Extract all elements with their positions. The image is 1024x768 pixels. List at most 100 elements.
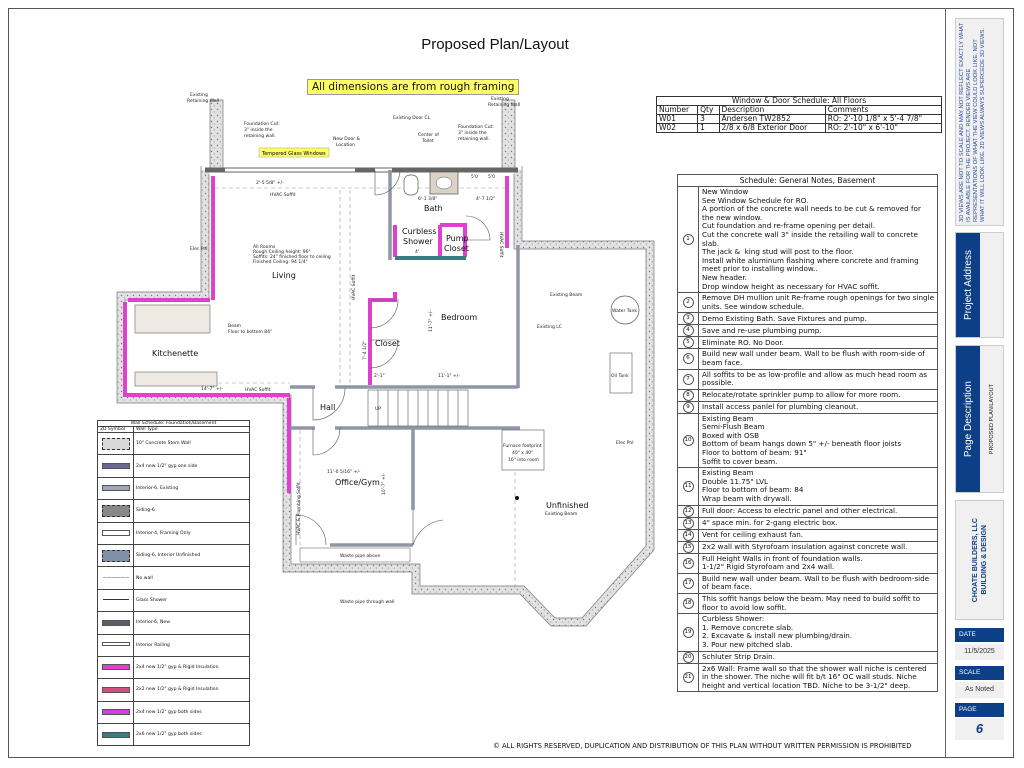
label-foundation-cut-right: Foundation Cut: <box>458 124 494 130</box>
note-text-cell: Save and re-use plumbing pump. <box>698 324 938 338</box>
project-address-value <box>980 233 1003 337</box>
company-logo: CHOATE BUILDERS, LLC BUILDING & DESIGN <box>955 500 1004 620</box>
note-text: 2x6 Wall: Frame wall so that the shower … <box>702 663 929 690</box>
note-number: 10 <box>682 434 694 446</box>
note-text: Eliminate RO. No Door. <box>702 337 784 347</box>
note-text-cell: Relocate/rotate sprinkler pump to allow … <box>698 388 938 402</box>
note-number: 11 <box>682 480 694 492</box>
wall-type-label: Siding-6, Interior Unfinished <box>133 543 250 568</box>
retaining-wall-left <box>209 99 224 171</box>
wall-symbol <box>97 611 134 635</box>
label-elec-pnl-right: Elec Pnl <box>616 440 634 446</box>
project-address-label: Project Address <box>962 249 974 321</box>
note-row: 20 Schluter Strip Drain. <box>677 650 938 664</box>
label-existing-beam: Existing Beam <box>550 292 582 298</box>
wall-symbol <box>97 700 134 725</box>
wall-symbol <box>97 476 134 501</box>
label-beam-2: Floor to bottom 84" <box>228 329 272 335</box>
note-text: All soffits to be as low-profile and all… <box>702 369 930 388</box>
note-text: Save and re-use plumbing pump. <box>702 325 822 335</box>
wall-type-label: 2x2 new 1/2" gyp & Rigid Insulation <box>133 678 250 702</box>
label-all-rooms-1: Rough Ceiling height: 96" <box>253 249 311 255</box>
note-text: 2x2 wall with Styrofoam insulation again… <box>702 541 908 551</box>
label-stairs-up: UP <box>375 406 381 412</box>
label-hvac-soffit-kitchen: HVAC Soffit <box>245 387 271 393</box>
retaining-wall-right <box>501 99 516 171</box>
wall-type-row: Interior-6, New <box>97 611 250 635</box>
wall-type-label: 2x4 new 1/2" gyp both sides <box>133 700 250 725</box>
note-text-cell: New Window See Window Schedule for RO. A… <box>698 185 938 294</box>
note-number: 3 <box>682 313 694 325</box>
note-number: 6 <box>682 353 694 365</box>
label-hvac-soffit-top: HVAC Soffit <box>270 192 296 198</box>
note-text: Full Height Walls in front of foundation… <box>702 553 863 572</box>
note-number-cell: 14 <box>677 528 699 542</box>
floor-plan: Living Kitchenette Bedroom Closet Bath C… <box>116 92 655 627</box>
window-door-schedule: Window & Door Schedule: All Floors Numbe… <box>655 96 943 133</box>
note-number: 15 <box>682 541 694 553</box>
note-text: Existing Beam Double 11.75" LVL Floor to… <box>702 468 804 504</box>
disclaimer-text: 3D VIEWS ARE NOT TO SCALE AND MAY NOT RE… <box>959 22 986 222</box>
wall-type-row: 2x4 new 1/2" gyp both sides <box>97 700 250 725</box>
wall-symbol <box>97 431 134 456</box>
note-row: 21 2x6 Wall: Frame wall so that the show… <box>677 662 938 693</box>
doors[interactable] <box>295 169 491 546</box>
label-foundation-cut-left-3: retaining wall. <box>244 133 276 139</box>
wall-symbol <box>97 588 134 613</box>
scale-label: SCALE <box>955 666 1004 680</box>
note-number: 12 <box>682 505 694 517</box>
oil-tank-icon <box>609 352 633 394</box>
sink-basin-icon <box>435 176 453 190</box>
label-center-toilet: Center of <box>418 132 439 138</box>
wall-type-row: Interior-6, Existing <box>97 476 250 501</box>
note-text-cell: Eliminate RO. No Door. <box>698 336 938 350</box>
note-number: 20 <box>682 651 694 663</box>
date-label: DATE <box>955 628 1004 642</box>
date-value: 11/5/2025 <box>955 644 1004 660</box>
kitchen-counter-top <box>134 304 211 334</box>
cell: 2/8 x 6/8 Exterior Door <box>718 123 826 133</box>
note-text-cell: Schluter Strip Drain. <box>698 650 938 664</box>
note-text-cell: Full door: Access to electric panel and … <box>698 504 938 518</box>
note-number-cell: 19 <box>677 613 699 652</box>
room-bath: Bath <box>424 204 443 213</box>
dim-bath-3: 5'0 <box>471 174 478 180</box>
wall-type-label: 2x4 new 1/2" gyp one side <box>133 454 250 478</box>
wall-swatch <box>101 437 130 450</box>
note-row: 4 Save and re-use plumbing pump. <box>677 324 938 338</box>
wall-symbol <box>97 655 134 680</box>
wall-swatch <box>101 485 130 492</box>
label-foundation-cut-right-2: 3" inside the <box>458 130 487 136</box>
dim-bedroom-height: 11'-7" +/- <box>428 310 434 332</box>
page-description-label: Page Description <box>962 380 974 458</box>
note-number-cell: 18 <box>677 592 699 615</box>
wall-type-label: Interior-6, Existing <box>133 476 250 501</box>
room-kitchenette: Kitchenette <box>152 349 198 358</box>
note-number: 1 <box>682 234 694 246</box>
note-number-cell: 13 <box>677 516 699 530</box>
label-new-door-2: Location <box>336 142 355 148</box>
label-waste-pipe-above: Waste pipe above <box>340 553 380 559</box>
room-living: Living <box>272 271 296 280</box>
kitchen-counter-bottom <box>134 371 218 387</box>
room-hall: Hall <box>320 403 335 412</box>
furnace-footprint <box>501 429 545 471</box>
note-number: 9 <box>682 401 694 413</box>
note-text-cell: 4" space min. for 2-gang electric box. <box>698 516 938 530</box>
wall-type-row: Interior Railing <box>97 633 250 657</box>
wall-symbol <box>97 454 134 478</box>
wall-swatch <box>101 664 130 671</box>
wall-schedule: Wall Schedule: Foundation/Basement 2D Sy… <box>97 420 250 747</box>
cell: 1 <box>697 123 720 133</box>
label-foundation-cut-left-2: 3" inside the <box>244 127 273 133</box>
page-label: PAGE <box>955 703 1004 717</box>
label-foundation-cut-left: Foundation Cut: <box>244 121 280 127</box>
label-existing-lc: Existing LC <box>537 324 562 330</box>
note-number-cell: 6 <box>677 348 699 370</box>
room-bedroom: Bedroom <box>441 313 477 322</box>
stairs[interactable] <box>367 389 469 427</box>
note-row: 5 Eliminate RO. No Door. <box>677 336 938 350</box>
wall-type-row: Interior-4, Framing Only <box>97 521 250 545</box>
wall-symbol <box>97 543 134 568</box>
note-text-cell: This soffit hangs below the beam. May ne… <box>698 592 938 615</box>
